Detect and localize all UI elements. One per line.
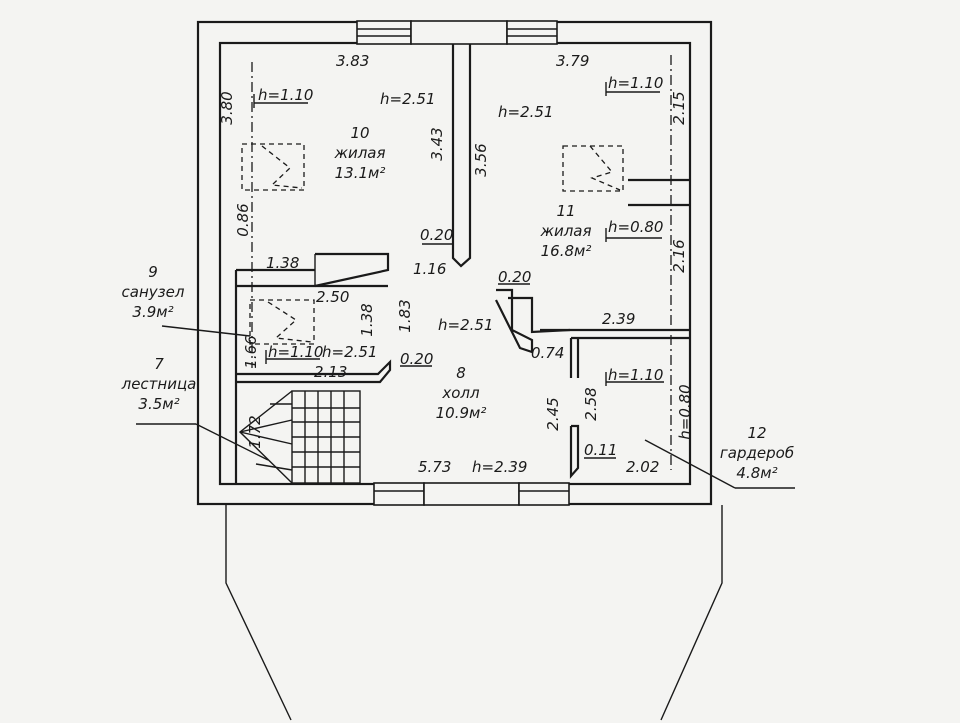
dimension-label: h=2.51: [380, 90, 435, 108]
room-10-label: 10 жилая 13.1м²: [333, 124, 385, 182]
room-8-label: 8 холл 10.9м²: [436, 364, 487, 422]
dimension-label: 2.45: [544, 397, 562, 430]
dimension-label: 3.79: [556, 52, 589, 70]
dimension-label: h=1.10: [268, 343, 323, 361]
dimension-label: h=0.80: [608, 218, 663, 236]
room-label-text: 8: [456, 364, 466, 382]
dimension-label: 3.43: [428, 127, 446, 160]
interior-walls: [234, 44, 690, 484]
dimension-label: 1.72: [246, 415, 264, 448]
dimension-labels: 3.83 3.79 3.80 h=1.10 h=2.51 3.43 3.56 h…: [218, 52, 694, 476]
room-label-text: 10.9м²: [436, 404, 487, 422]
room-label-text: 3.5м²: [138, 395, 179, 413]
dimension-label: 3.83: [336, 52, 369, 70]
skylights: [241, 143, 624, 345]
dimension-label: 0.20: [420, 226, 453, 244]
dimension-label: h=2.39: [472, 458, 527, 476]
room-label-text: 10: [350, 124, 369, 142]
room-11-label: 11 жилая 16.8м²: [539, 202, 591, 260]
dimension-label: 0.86: [234, 203, 252, 236]
room-label-text: санузел: [122, 283, 185, 301]
dimension-label: 2.15: [670, 91, 688, 124]
dimension-label: h=2.51: [498, 103, 553, 121]
dimension-label: 2.58: [582, 387, 600, 420]
dimension-label: h=1.10: [258, 86, 313, 104]
room-label-text: холл: [441, 384, 480, 402]
room-12-label: 12 гардероб 4.8м²: [720, 424, 794, 482]
dimension-label: 0.20: [498, 268, 531, 286]
windows: [356, 20, 570, 506]
room-9-label: 9 санузел 3.9м²: [122, 263, 185, 321]
dimension-label: h=1.10: [608, 74, 663, 92]
dimension-label: h=2.51: [322, 343, 377, 361]
staircase: [238, 390, 361, 484]
room-label-text: жилая: [333, 144, 385, 162]
room-label-text: гардероб: [720, 444, 794, 462]
room-label-text: 7: [154, 355, 164, 373]
dimension-label: 0.20: [400, 350, 433, 368]
dimension-label: 1.83: [396, 299, 414, 332]
dimension-label: 2.13: [314, 363, 347, 381]
room-label-text: 3.9м²: [132, 303, 173, 321]
dimension-label: 1.38: [358, 303, 376, 336]
room-label-text: жилая: [539, 222, 591, 240]
dimension-label: 1.16: [413, 260, 446, 278]
dimension-label: 3.80: [218, 91, 236, 124]
room-7-label: 7 лестница 3.5м²: [121, 355, 197, 413]
dimension-label: h=0.80: [676, 384, 694, 439]
dimension-label: h=2.51: [438, 316, 493, 334]
dimension-label: 2.50: [316, 288, 349, 306]
room-label-text: 12: [747, 424, 766, 442]
dimension-label: 1.66: [242, 335, 260, 368]
dimension-label: 1.38: [266, 254, 299, 272]
dimension-label: 2.39: [602, 310, 635, 328]
room-label-text: лестница: [121, 375, 197, 393]
dimension-label: 0.74: [531, 344, 564, 362]
dimension-label: 0.11: [584, 441, 617, 459]
room-label-text: 9: [148, 263, 158, 281]
dimension-label: 2.16: [670, 239, 688, 272]
roof-outline: [225, 505, 723, 721]
dimension-label: h=1.10: [608, 366, 663, 384]
dimension-label: 3.56: [472, 143, 490, 176]
room-label-text: 13.1м²: [335, 164, 386, 182]
leader-lines: [136, 82, 795, 489]
ceiling-lines: [251, 55, 672, 470]
dimension-label: 5.73: [418, 458, 451, 476]
room-label-text: 11: [556, 202, 575, 220]
dimension-label: 2.02: [626, 458, 659, 476]
room-label-text: 4.8м²: [736, 464, 777, 482]
room-label-text: 16.8м²: [541, 242, 592, 260]
